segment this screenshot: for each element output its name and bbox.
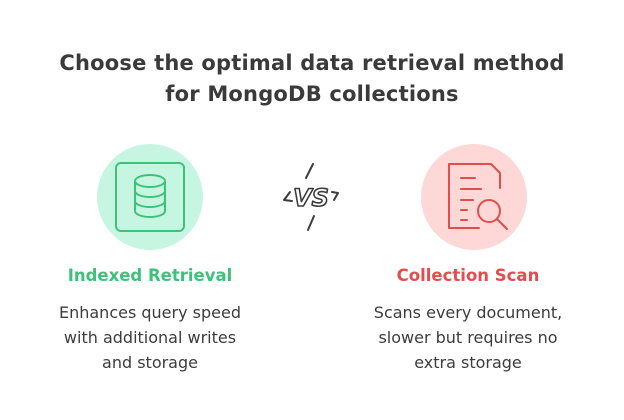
- description-line: Scans every document,: [373, 303, 563, 322]
- description-line: and storage: [102, 353, 198, 372]
- document-search-icon: [448, 163, 508, 230]
- indexed-retrieval-label: Indexed Retrieval: [67, 266, 233, 285]
- title-line-1: Choose the optimal data retrieval method: [59, 51, 565, 75]
- collection-scan-description: Scans every document, slower but require…: [318, 300, 618, 375]
- page-title: Choose the optimal data retrieval method…: [0, 48, 624, 110]
- description-line: with additional writes: [63, 328, 237, 347]
- indexed-retrieval-description: Enhances query speed with additional wri…: [0, 300, 300, 375]
- vs-text: VS: [293, 184, 329, 212]
- description-line: slower but requires no: [378, 328, 558, 347]
- vs-icon: VS: [283, 163, 339, 231]
- database-icon: [115, 162, 185, 232]
- indexed-retrieval-circle: [97, 144, 203, 250]
- description-line: extra storage: [414, 353, 522, 372]
- collection-scan-circle: [421, 144, 527, 250]
- description-line: Enhances query speed: [58, 303, 241, 322]
- collection-scan-label: Collection Scan: [396, 266, 540, 285]
- title-line-2: for MongoDB collections: [165, 82, 459, 106]
